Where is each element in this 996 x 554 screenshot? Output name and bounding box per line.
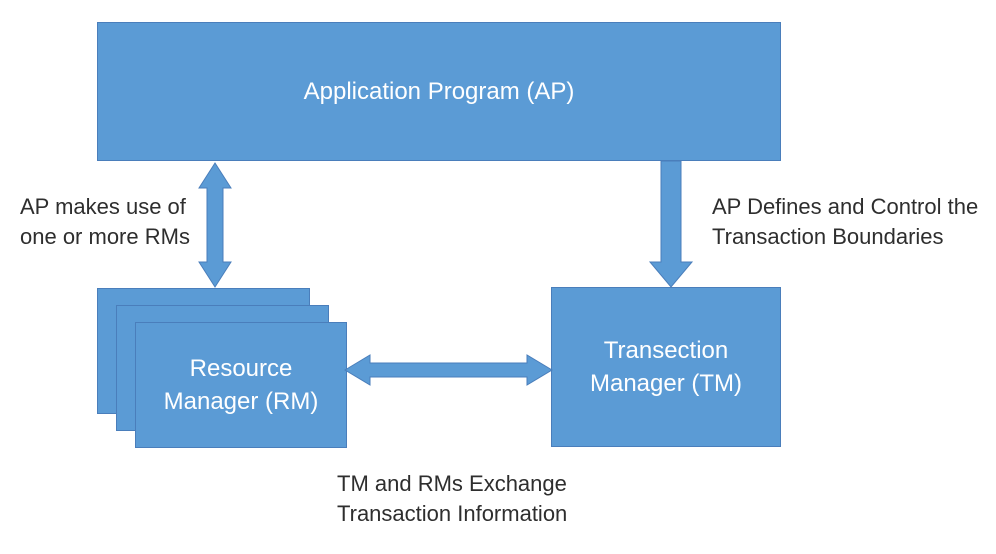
transaction-manager-label-line2: Manager (TM) xyxy=(589,370,743,397)
arrow-rm-tm-double-icon xyxy=(344,354,553,386)
arrow-ap-rm-double-icon xyxy=(198,162,232,288)
label-rm-tm-line2: Transaction Information xyxy=(337,501,568,526)
label-ap-rm-line2: one or more RMs xyxy=(20,224,190,249)
label-ap-rm-line1: AP makes use of xyxy=(20,194,186,219)
label-ap-tm: AP Defines and Control the Transaction B… xyxy=(712,192,978,252)
arrow-ap-tm-down-icon xyxy=(648,160,694,288)
transaction-manager-label-line1: Transection xyxy=(603,337,729,364)
label-ap-rm: AP makes use of one or more RMs xyxy=(20,192,190,252)
resource-manager-label-line2: Manager (RM) xyxy=(163,388,319,415)
label-ap-tm-line2: Transaction Boundaries xyxy=(712,224,944,249)
box-application-program: Application Program (AP) xyxy=(97,22,781,161)
label-ap-tm-line1: AP Defines and Control the xyxy=(712,194,979,219)
resource-manager-label-line1: Resource xyxy=(189,355,293,382)
label-rm-tm-line1: TM and RMs Exchange xyxy=(337,471,567,496)
label-rm-tm: TM and RMs Exchange Transaction Informat… xyxy=(337,469,567,529)
box-resource-manager: Resource Manager (RM) xyxy=(135,322,347,448)
application-program-label: Application Program (AP) xyxy=(303,78,575,105)
box-transaction-manager: Transection Manager (TM) xyxy=(551,287,781,447)
